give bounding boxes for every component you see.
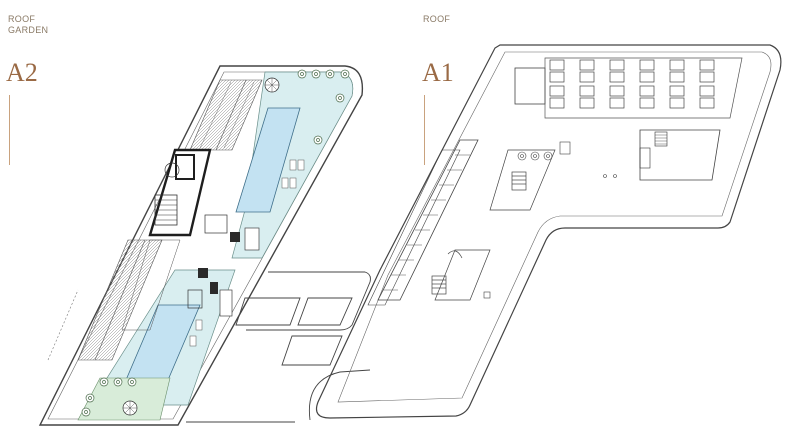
a2-central-core [148, 148, 212, 237]
roof-label: ROOF [423, 14, 451, 24]
a2-green-corner [77, 377, 171, 421]
a1-diagonal-panels [367, 139, 479, 306]
a2-furniture [189, 159, 305, 347]
tree-icon [81, 69, 350, 417]
tree-icon [517, 151, 617, 178]
spiral-stair-icon [122, 77, 280, 416]
staircase-icon [639, 129, 721, 181]
a2-accent-line [9, 95, 10, 165]
a2-roof-garden-plan [38, 65, 364, 426]
a1-rooftop-modules [549, 59, 715, 109]
roof-garden-label: ROOF GARDEN [8, 14, 48, 36]
a2-planters-lower [77, 239, 181, 361]
roof-garden-label-line2: GARDEN [8, 25, 49, 35]
staircase-icon [154, 194, 178, 226]
ground-paths [186, 271, 371, 423]
section-code-a2: A2 [6, 58, 38, 87]
a2-service-rooms [187, 214, 260, 317]
a1-roof-plan [315, 44, 782, 419]
a2-planters-upper [189, 79, 263, 151]
section-code-a1: A1 [422, 58, 454, 87]
a1-core [431, 149, 556, 301]
a1-outline [315, 44, 782, 419]
roof-garden-label-line1: ROOF [8, 14, 36, 24]
a1-accent-line [424, 95, 425, 165]
a2-pool-upper [235, 107, 301, 213]
